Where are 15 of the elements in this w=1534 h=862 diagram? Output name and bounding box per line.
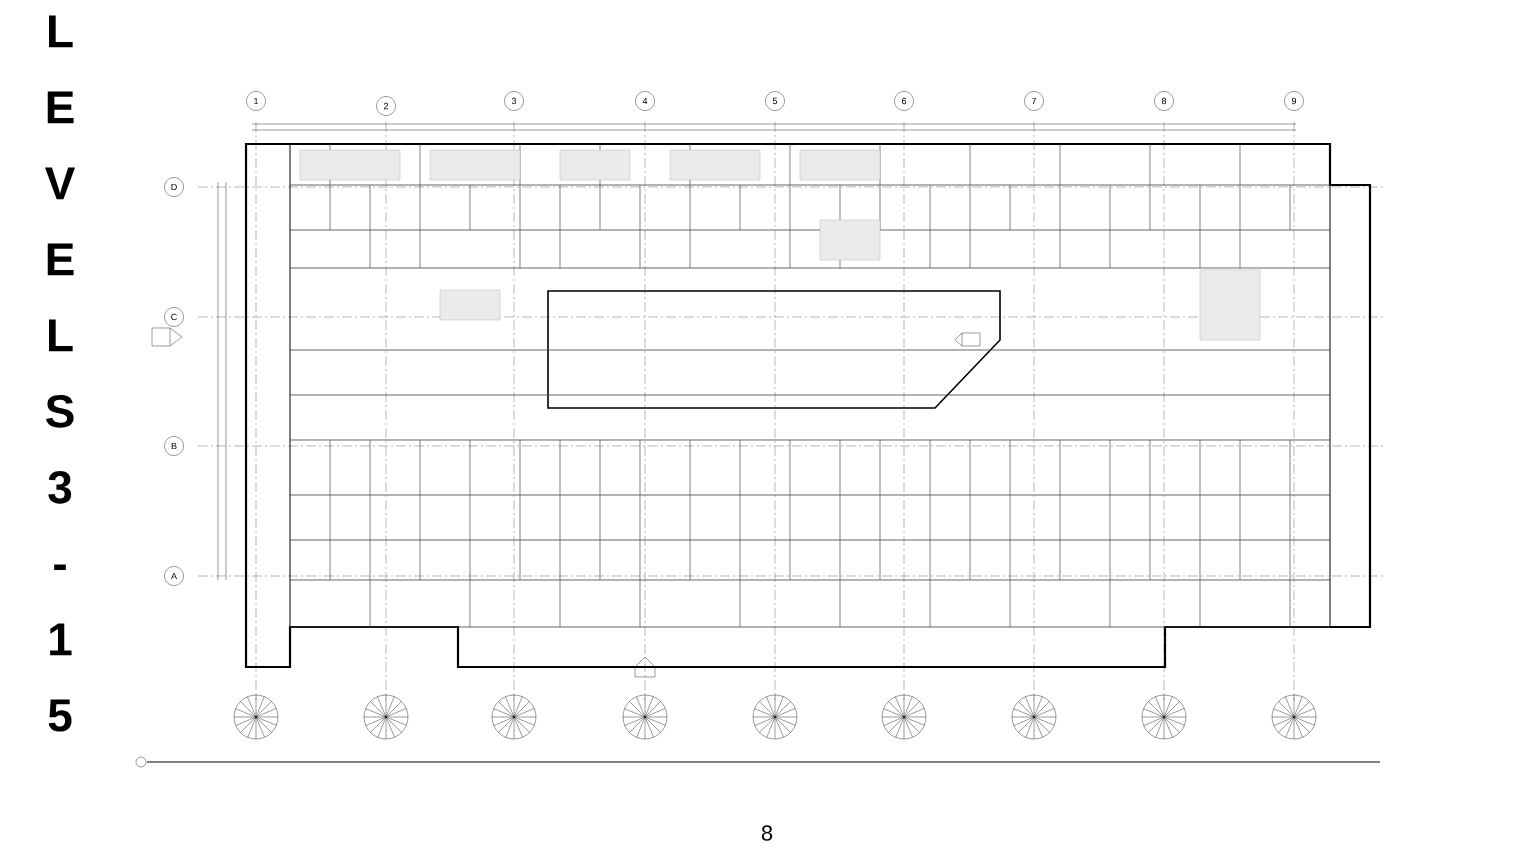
grid-bubble: 4: [635, 91, 655, 111]
grid-bubble: 5: [765, 91, 785, 111]
grid-bubble: 9: [1284, 91, 1304, 111]
grid-bubble: 3: [504, 91, 524, 111]
grid-bubble: 8: [1154, 91, 1174, 111]
grid-bubble: 2: [376, 96, 396, 116]
grid-bubble: B: [164, 436, 184, 456]
title: L E V E L S 3 - 1 5: [45, 15, 76, 732]
grid-bubble: 6: [894, 91, 914, 111]
grid-bubble: D: [164, 177, 184, 197]
grid-bubble: 1: [246, 91, 266, 111]
page-number: 8: [761, 825, 773, 841]
grid-bubble: 7: [1024, 91, 1044, 111]
grid-bubble: C: [164, 307, 184, 327]
grid-bubble: A: [164, 566, 184, 586]
